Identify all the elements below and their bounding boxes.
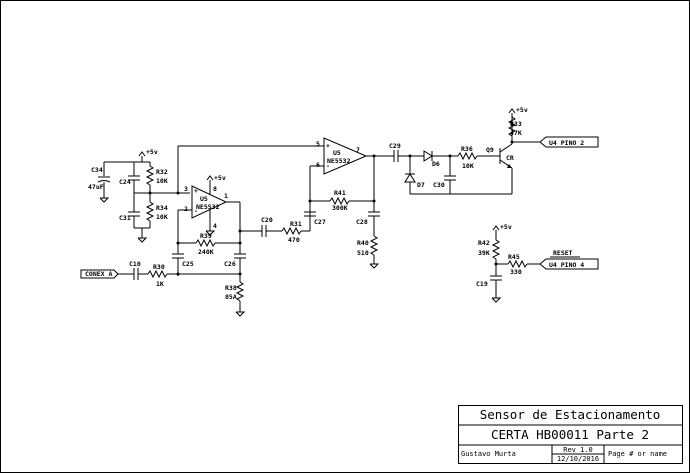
pins-u5a_vcc-label: 8 (213, 185, 217, 193)
parts-r36-val-label: 10K (462, 162, 474, 170)
parts-r33-val-label: 47K (510, 129, 522, 137)
u5b-opamp: + - U5 NE5532 5 6 7 (176, 137, 394, 231)
parts-r31-ref-label: R31 (290, 220, 302, 228)
bias-network: +5v C34 47uF C24 R32 10K C31 (88, 148, 190, 243)
r32-value: 10K (156, 177, 168, 185)
u5a-opamp: + - U5 NE5532 3 2 1 8 4 +5v (177, 174, 262, 254)
parts-r42-val-label: 39K (478, 249, 490, 257)
c31-ref: C31 (119, 214, 131, 222)
pins-minus-label: - (194, 207, 198, 215)
c28-r40: C28 R40 510 (356, 156, 380, 269)
parts-d7-ref-label: D7 (417, 181, 425, 189)
parts-r36-ref-label: R36 (461, 145, 473, 153)
vcc-label-u5a: +5v (214, 174, 226, 182)
parts-r45-val-label: 330 (510, 268, 522, 276)
parts-r42-ref-label: R42 (478, 239, 490, 247)
reset-label: RESET (553, 249, 573, 257)
parts-c29-ref-label: C29 (389, 142, 401, 150)
author-text: Gustavo Murta (461, 450, 516, 458)
parts-r33-ref-label: R33 (510, 120, 522, 128)
parts-r45-ref-label: R45 (508, 253, 520, 261)
pins-u5b_in_plus-label: 5 (316, 140, 320, 148)
r34-symbol (145, 201, 155, 222)
parts-r30-ref-label: R30 (153, 263, 165, 271)
parts-c10-ref-label: C10 (129, 260, 141, 268)
parts-r31-val-label: 470 (288, 236, 300, 244)
detector-stage: C29 D6 D7 C30 R36 10K (389, 142, 512, 195)
parts-c26-ref-label: C26 (224, 260, 236, 268)
pins-u5a_gnd-label: 4 (213, 222, 217, 230)
rev-text: Rev 1.0 (563, 446, 593, 454)
pins-plus-label: + (326, 142, 330, 150)
u5b-type: NE5532 (327, 157, 351, 165)
c34-value: 47uF (88, 183, 104, 191)
parts-q9-val-label: CR (506, 154, 514, 162)
vcc-label-reset: +5v (500, 223, 512, 231)
parts-r41-val-label: 300K (332, 204, 348, 212)
u5a-type: NE5532 (196, 203, 220, 211)
vcc-label-r33: +5v (516, 106, 528, 114)
parts-r39-ref-label: R39 (200, 232, 212, 240)
u4-pino2-label: U4 PINO 2 (549, 139, 584, 147)
r32-ref: R32 (156, 168, 168, 176)
parts-c30-ref-label: C30 (433, 181, 445, 189)
r41-c27-feedback: R41 300K C27 (304, 189, 376, 226)
parts-c20-ref-label: C20 (261, 216, 273, 224)
parts-c25-ref-label: C25 (182, 260, 194, 268)
parts-q9-ref-label: Q9 (486, 146, 494, 154)
pins-u5a_in_minus-label: 2 (184, 205, 188, 213)
title-block: Sensor de Estacionamento CERTA HB00011 P… (458, 405, 683, 464)
conex-a-input: CONEX A C10 R30 1K (80, 260, 242, 288)
u4-pino4-label: U4 PINO 4 (549, 261, 584, 269)
c25-capacitor: C25 (172, 243, 194, 276)
c24-ref: C24 (119, 178, 131, 186)
pins-minus-label: - (326, 162, 330, 170)
q9-transistor: Q9 CR +5v R33 47K (486, 106, 540, 194)
date-text: 12/10/2016 (557, 455, 599, 463)
parts-c19-ref-label: C19 (476, 280, 488, 288)
subtitle-text: CERTA HB00011 Parte 2 (491, 427, 649, 442)
u5b-ref: U5 (333, 149, 341, 157)
c26-capacitor: C26 (224, 253, 246, 276)
r34-ref: R34 (156, 204, 168, 212)
r38-resistor: R38 85A (225, 274, 246, 317)
r39-resistor: R39 240K (176, 232, 242, 256)
r32-symbol (145, 165, 155, 186)
reset-network: +5v R42 39K R45 330 C19 (476, 223, 540, 303)
parts-c27-ref-label: C27 (314, 218, 326, 226)
parts-r38-val-label: 85A (225, 293, 237, 301)
c34-ref: C34 (91, 166, 103, 174)
parts-r39-val-label: 240K (198, 248, 214, 256)
parts-d6-ref-label: D6 (432, 160, 440, 168)
pins-plus-label: + (194, 187, 198, 195)
pins-u5b_out-label: 7 (356, 146, 360, 154)
page-text: Page # or name (608, 450, 667, 458)
r34-value: 10K (156, 213, 168, 221)
u4-pino2-port: U4 PINO 2 (539, 136, 599, 148)
vcc-label-bias: +5v (146, 148, 158, 156)
u5a-ref: U5 (200, 195, 208, 203)
parts-c28-ref-label: C28 (356, 218, 368, 226)
conex-a-label: CONEX A (85, 270, 112, 278)
title-text: Sensor de Estacionamento (480, 407, 661, 422)
pins-u5a_out-label: 1 (224, 192, 228, 200)
pins-u5a_in_plus-label: 3 (184, 185, 188, 193)
parts-r30-val-label: 1K (156, 280, 164, 288)
c20-r31-coupling: C20 R31 470 (261, 216, 310, 244)
u4-pino4-port: RESET U4 PINO 4 (539, 249, 599, 270)
pins-u5b_in_minus-label: 6 (316, 161, 320, 169)
parts-r41-ref-label: R41 (334, 189, 346, 197)
parts-r40-val-label: 510 (357, 249, 369, 257)
parts-r40-ref-label: R40 (357, 239, 369, 247)
parts-r38-ref-label: R38 (225, 284, 237, 292)
